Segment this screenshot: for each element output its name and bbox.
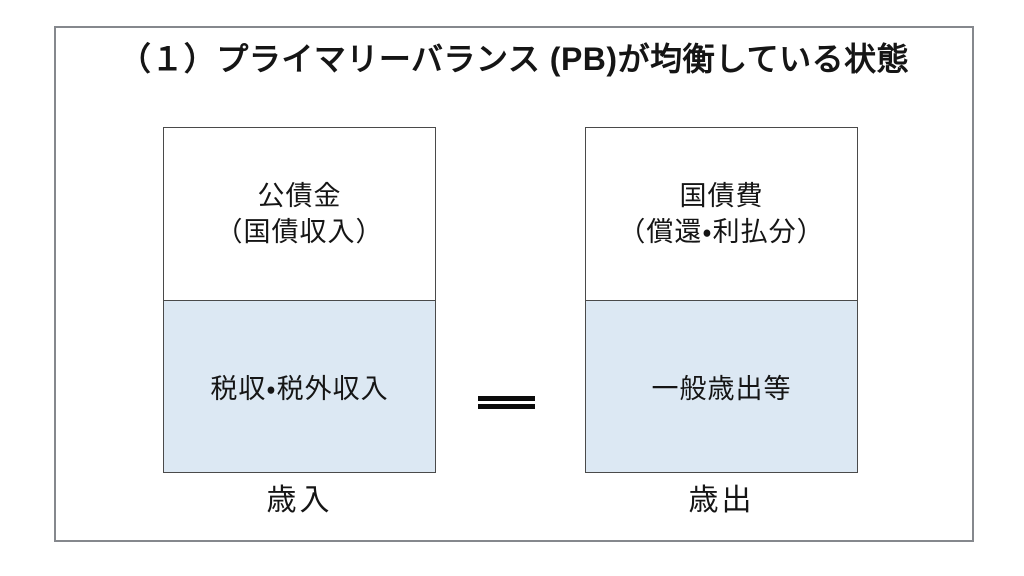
revenue-box-top-segment: 公債金 （国債収入） xyxy=(164,128,435,301)
revenue-box-bottom-segment: 税収・税外収入 xyxy=(164,300,435,472)
equals-top-bar xyxy=(478,396,535,401)
expenditure-caption: 歳出 xyxy=(688,484,755,517)
revenue-caption: 歳入 xyxy=(266,484,333,517)
revenue-box: 公債金 （国債収入） 税収・税外収入 xyxy=(163,127,436,473)
diagram-title: （１）プライマリーバランス (PB)が均衡している状態 xyxy=(118,41,910,77)
expenditure-box: 国債費 （償還・利払分） 一般歳出等 xyxy=(585,127,858,473)
expenditure-box-top-segment: 国債費 （償還・利払分） xyxy=(586,128,857,301)
expenditure-box-bottom-segment: 一般歳出等 xyxy=(586,300,857,472)
equals-sign xyxy=(478,396,535,409)
equals-bottom-bar xyxy=(478,404,535,409)
